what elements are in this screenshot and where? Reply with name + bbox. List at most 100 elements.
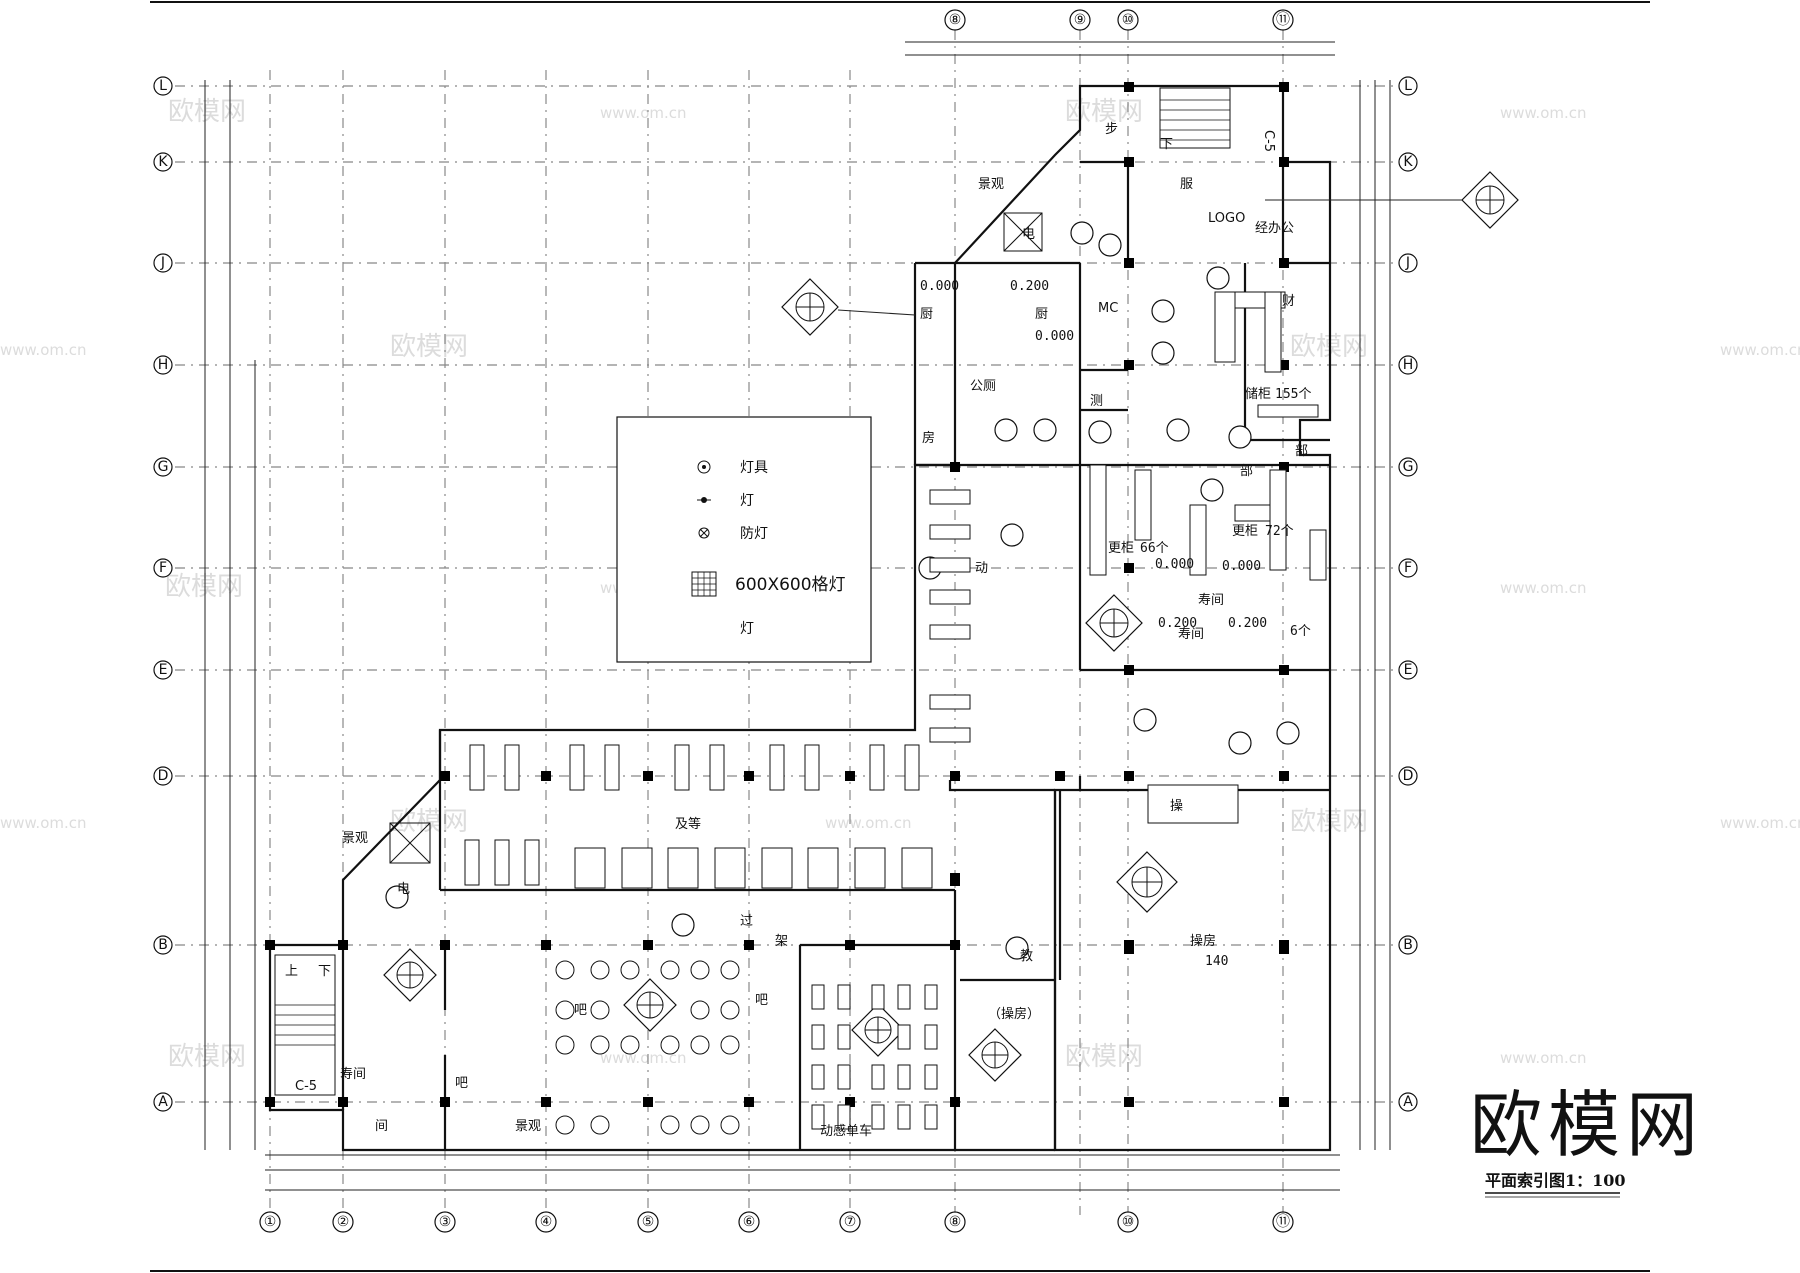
elevation-label: 0.000 bbox=[920, 279, 959, 294]
room-label: 寿间 bbox=[1198, 593, 1224, 608]
grid-bubbles-bottom: ① ② ③ ④ ⑤ ⑥ ⑦ ⑧ ⑩ ⑪ bbox=[259, 1211, 1294, 1233]
grid-bubble bbox=[1117, 9, 1139, 31]
legend-item: 灯 bbox=[740, 493, 754, 509]
room-label: 教 bbox=[1020, 948, 1033, 964]
grid-label: L bbox=[1404, 78, 1412, 94]
elevation-label: 0.200 bbox=[1158, 616, 1197, 631]
room-label: 下 bbox=[318, 964, 331, 979]
watermark-url: www.om.cn bbox=[1500, 579, 1587, 597]
room-label: C-5 bbox=[295, 1079, 317, 1094]
room-label: 景观 bbox=[342, 831, 368, 846]
room-label: 景观 bbox=[515, 1119, 541, 1134]
room-label: （操房） bbox=[988, 1006, 1040, 1022]
grid-label: H bbox=[158, 357, 169, 373]
grid-bubbles-left: L K J H G F E D B A bbox=[153, 76, 173, 1112]
grid-label: B bbox=[1403, 937, 1413, 953]
watermark-url: www.om.cn bbox=[825, 814, 912, 832]
grid-label: ⑧ bbox=[949, 12, 962, 28]
watermark-brand: 欧模网 bbox=[1065, 97, 1143, 127]
grid-label: ⑦ bbox=[844, 1214, 857, 1230]
elevation-label: 0.000 bbox=[1222, 559, 1261, 574]
grid-label: F bbox=[159, 560, 167, 576]
structural-columns bbox=[265, 82, 1289, 1107]
dimension-lines bbox=[204, 41, 1391, 1191]
grid-label: ⑧ bbox=[949, 1214, 962, 1230]
room-label: 架 bbox=[775, 934, 788, 949]
stair-top bbox=[1159, 87, 1231, 149]
room-label: 间 bbox=[375, 1119, 388, 1134]
watermark-brand: 欧模网 bbox=[168, 1042, 246, 1072]
watermark-brand: 欧模网 bbox=[168, 97, 246, 127]
grid-label: E bbox=[1404, 662, 1413, 678]
room-label: 服 bbox=[1180, 177, 1193, 192]
scale-label: 平面索引图1：100 bbox=[1485, 1171, 1626, 1190]
legend-item: 灯具 bbox=[740, 460, 768, 476]
legend-item: 防灯 bbox=[740, 526, 768, 542]
grid-label: B bbox=[158, 937, 168, 953]
grid-bubble bbox=[1272, 9, 1294, 31]
elevation-label: 0.000 bbox=[1035, 329, 1074, 344]
grid-label: ⑪ bbox=[1276, 1214, 1290, 1230]
grid-label: A bbox=[1403, 1094, 1413, 1110]
lockers bbox=[1089, 291, 1327, 581]
room-label: 厨 bbox=[920, 307, 933, 322]
count-label: 72个 bbox=[1265, 524, 1294, 539]
room-label: 动 bbox=[975, 561, 988, 576]
room-label: 操 bbox=[1170, 798, 1183, 814]
room-label: 更柜 bbox=[1108, 541, 1134, 556]
room-label: 动感单车 bbox=[820, 1123, 872, 1139]
room-label: 吧 bbox=[455, 1076, 468, 1091]
grid-label: ⑤ bbox=[642, 1214, 655, 1230]
watermark-url: www.om.cn bbox=[600, 1049, 687, 1067]
count-label: 155个 bbox=[1275, 387, 1311, 402]
grid-label: K bbox=[1403, 154, 1413, 170]
grid-label: ⑪ bbox=[1276, 12, 1290, 28]
grid-label: ⑨ bbox=[1074, 12, 1087, 28]
grid-bubble bbox=[1069, 9, 1091, 31]
leader-line bbox=[837, 309, 916, 316]
grid-label: F bbox=[1404, 560, 1412, 576]
grid-label: J bbox=[160, 255, 165, 271]
grid-bubble bbox=[944, 9, 966, 31]
room-label: 吧 bbox=[755, 993, 768, 1008]
room-label: 测 bbox=[1090, 394, 1103, 409]
elevator-mid bbox=[389, 822, 431, 864]
watermark-url: www.om.cn bbox=[0, 814, 87, 832]
room-label: 公厕 bbox=[970, 379, 996, 394]
count-label: 66个 bbox=[1140, 541, 1169, 556]
brand-logo-text: 欧模网 bbox=[1470, 1083, 1704, 1167]
grid-label: ② bbox=[337, 1214, 350, 1230]
watermark-url: www.om.cn bbox=[1500, 1049, 1587, 1067]
grid-label: ④ bbox=[540, 1214, 553, 1230]
legend-item: 灯 bbox=[740, 621, 754, 637]
grid-label: K bbox=[158, 154, 168, 170]
room-label: 操房 bbox=[1190, 933, 1216, 949]
lighting-legend: 灯具 灯 防灯 600X600格灯 灯 bbox=[616, 416, 872, 663]
room-label: 上 bbox=[285, 964, 298, 979]
room-labels: 景观 电 步 下 C-5 服 LOGO 经办公 厨 厨 0.000 0.200 … bbox=[285, 122, 1311, 1139]
cafe-seating bbox=[555, 960, 740, 1135]
elevation-label: 0.000 bbox=[1155, 557, 1194, 572]
grid-label: ⑥ bbox=[743, 1214, 756, 1230]
equipment bbox=[464, 489, 1239, 889]
watermark-brand: 欧模网 bbox=[390, 332, 468, 362]
stairs bbox=[274, 87, 1231, 1096]
spin-bikes bbox=[811, 984, 938, 1130]
room-label: 厨 bbox=[1035, 307, 1048, 322]
elevator-top bbox=[1003, 212, 1043, 252]
room-label: 过 bbox=[740, 914, 753, 929]
room-label: 寿间 bbox=[1178, 627, 1204, 642]
room-label: 及等 bbox=[675, 816, 701, 832]
room-label: 部 bbox=[1240, 464, 1253, 479]
room-label: 景观 bbox=[978, 177, 1004, 192]
elevation-label: 0.200 bbox=[1228, 616, 1267, 631]
room-label: 储柜 bbox=[1245, 387, 1271, 402]
watermark-brand: 欧模网 bbox=[165, 572, 243, 602]
room-label: 电 bbox=[397, 882, 410, 897]
room-label: 寿间 bbox=[340, 1067, 366, 1082]
protected-light-icon bbox=[698, 527, 710, 539]
watermark-brand: 欧模网 bbox=[390, 807, 468, 837]
watermark-url: www.om.cn bbox=[1720, 814, 1800, 832]
room-label: 更柜 bbox=[1232, 524, 1258, 539]
